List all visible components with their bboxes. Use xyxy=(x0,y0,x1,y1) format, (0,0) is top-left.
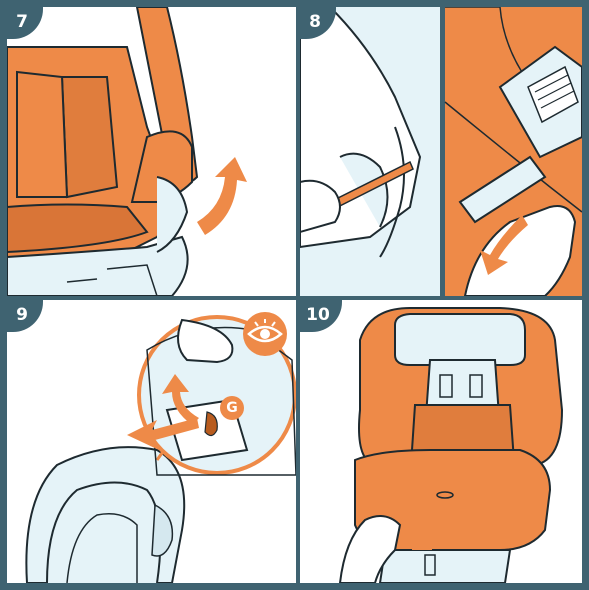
part-g-label: G xyxy=(220,396,244,420)
curved-arrow-icon xyxy=(7,7,296,296)
step-7-panel: 7 xyxy=(7,7,296,296)
step-9-panel: G 9 xyxy=(7,300,296,583)
eye-icon xyxy=(7,300,296,583)
arrow-icon xyxy=(300,7,582,296)
arrow-icon xyxy=(300,300,582,583)
step-10-panel: 10 xyxy=(300,300,582,583)
step-8-panel: 8 xyxy=(300,7,582,296)
